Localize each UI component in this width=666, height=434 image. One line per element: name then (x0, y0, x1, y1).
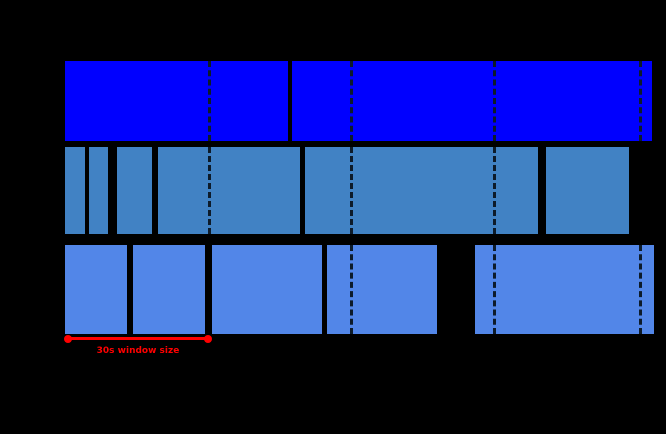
window-size-measure: 30s window size (64, 334, 212, 361)
timeline-row-3 (0, 245, 666, 334)
measure-cap-right (204, 334, 212, 343)
timeline-row-2 (0, 147, 666, 234)
timeline-segment[interactable] (133, 245, 205, 334)
timeline-segment[interactable] (65, 245, 127, 334)
measure-label: 30s window size (96, 346, 180, 356)
timeline-segment[interactable] (89, 147, 108, 234)
timeline-segment[interactable] (212, 245, 322, 334)
timeline-segment[interactable] (65, 147, 85, 234)
timeline-segment[interactable] (117, 147, 152, 234)
measure-cap-left (64, 334, 72, 343)
timeline-segment[interactable] (158, 147, 300, 234)
timeline-segment[interactable] (546, 147, 629, 234)
timeline-segment[interactable] (65, 61, 288, 141)
timeline-segment[interactable] (292, 61, 652, 141)
measure-bar (68, 337, 208, 340)
timeline-segment[interactable] (475, 245, 654, 334)
timeline-segment[interactable] (305, 147, 538, 234)
timeline-segment[interactable] (327, 245, 437, 334)
timeline-row-1 (0, 61, 666, 141)
